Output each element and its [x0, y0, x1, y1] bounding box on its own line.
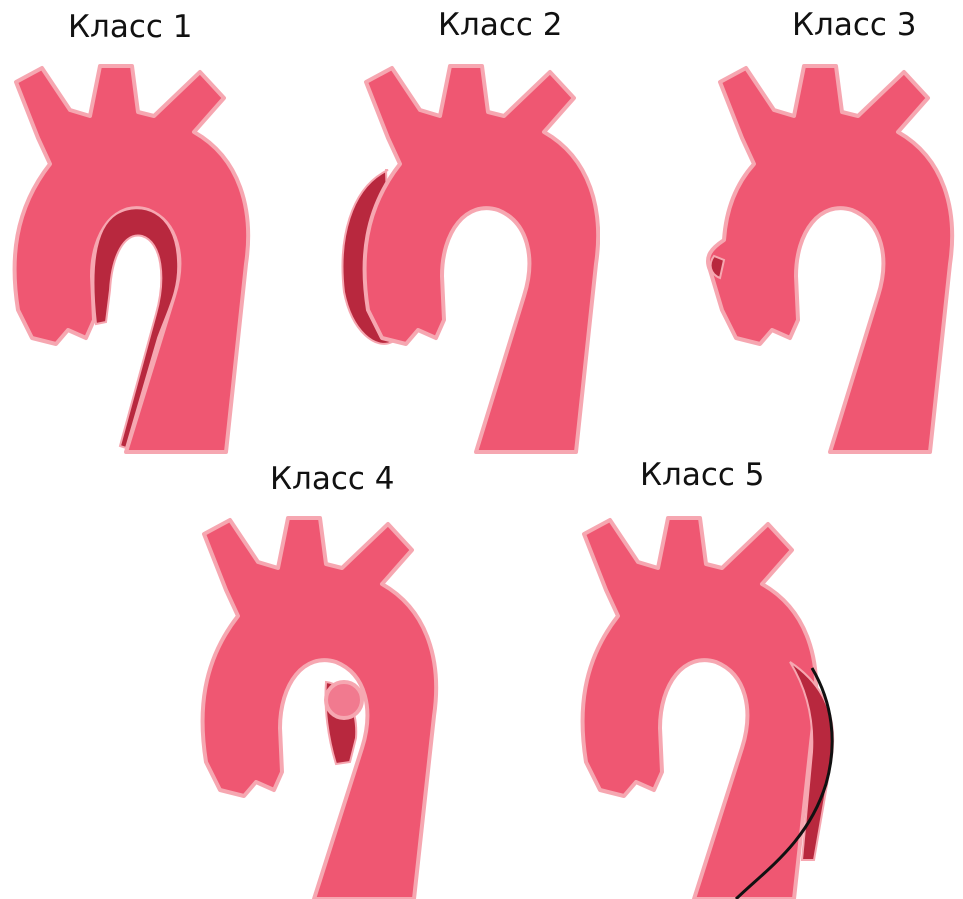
aorta-class-1 [8, 60, 268, 460]
aortic-arch [15, 66, 249, 452]
aortic-arch [583, 518, 817, 899]
aorta-class-5 [576, 512, 846, 899]
class-1-label: Класс 1 [68, 12, 192, 43]
intimal-flap [326, 682, 362, 718]
class-5-label: Класс 5 [640, 460, 764, 491]
class-2-label: Класс 2 [438, 10, 562, 41]
aorta-class-2 [330, 60, 600, 460]
class-3-label: Класс 3 [792, 10, 916, 41]
aorta-class-3 [700, 60, 960, 460]
aortic-arch [708, 66, 952, 452]
aorta-class-4 [196, 512, 456, 899]
class-4-label: Класс 4 [270, 464, 394, 495]
aortic-arch [203, 518, 437, 899]
aortic-arch [365, 66, 599, 452]
